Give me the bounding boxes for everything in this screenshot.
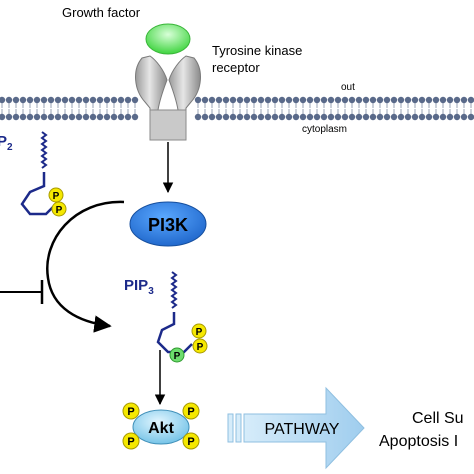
pip3-phosphate-2: [192, 338, 208, 354]
out-label: out: [341, 82, 355, 93]
receptor-label-line2: receptor: [212, 60, 260, 75]
akt-phosphate-top-right-label: P: [187, 406, 194, 418]
outcome-apoptosis: Apoptosis I: [379, 433, 458, 450]
receptor-label-line1: Tyrosine kinase: [212, 43, 302, 58]
akt-label: Akt: [148, 420, 174, 437]
pip2-lipid: P P: [20, 131, 67, 217]
pathway-arrow: [227, 386, 365, 470]
akt-kinase: [132, 409, 190, 445]
pip3-label: PIP3: [124, 277, 154, 297]
pi3k-enzyme: [129, 201, 207, 247]
cytoplasm-label: cytoplasm: [302, 124, 347, 135]
outcome-cell-survival: Cell Su: [412, 410, 464, 427]
akt-phosphate-top-right: [182, 402, 200, 420]
tyrosine-kinase-receptor: [135, 55, 201, 141]
pip3-phosphate-new: [169, 347, 185, 363]
akt-phosphate-bottom-right: [182, 432, 200, 450]
pathway-label: PATHWAY: [265, 421, 340, 438]
inhibitor-bar: [0, 280, 44, 304]
akt-phosphate-bottom-left: [122, 432, 140, 450]
pip3-phosphate-1-label: P: [196, 327, 203, 338]
pip2-phosphate-2: [51, 201, 67, 217]
pip2-label-main: P: [0, 133, 7, 150]
pip3-label-subscript: 3: [148, 286, 154, 297]
akt-phosphate-bottom-left-label: P: [127, 436, 134, 448]
membrane-inner-leaflet: [0, 109, 474, 121]
akt-phosphate-top-left-label: P: [127, 406, 134, 418]
pip2-phosphate-1: [48, 187, 64, 203]
growth-factor-label: Growth factor: [62, 5, 141, 20]
membrane-outer-leaflet: [0, 96, 474, 108]
pip2-phosphate-2-label: P: [56, 205, 63, 216]
pip3-phosphate-new-label: P: [174, 351, 181, 362]
pip3-phosphate-2-label: P: [197, 342, 204, 353]
pip2-label: P2: [0, 133, 13, 153]
growth-factor-ligand: [145, 23, 191, 55]
akt-phosphate-top-left: [122, 402, 140, 420]
pi3k-label: PI3K: [148, 215, 188, 235]
pip3-label-main: PIP: [124, 277, 148, 294]
pip2-to-pip3-conversion-arrow: [46, 200, 125, 333]
akt-phosphate-bottom-right-label: P: [187, 436, 194, 448]
akt-phosphates: P P P P: [122, 402, 200, 450]
pip2-phosphate-1-label: P: [53, 191, 60, 202]
pip3-lipid: P P P: [156, 271, 208, 363]
cell-membrane: [0, 96, 474, 121]
pip2-label-subscript: 2: [7, 142, 13, 153]
pip3-phosphate-1: [191, 323, 207, 339]
